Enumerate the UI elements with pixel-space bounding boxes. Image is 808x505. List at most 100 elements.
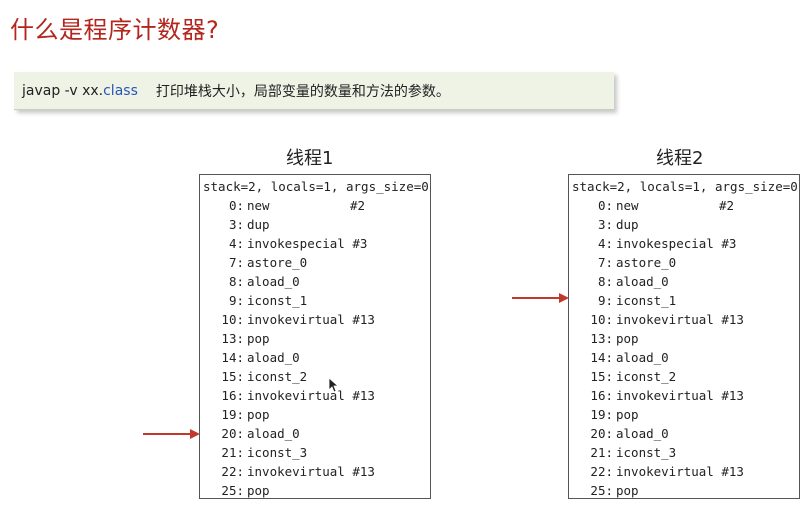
bytecode-instruction: pop <box>247 483 270 498</box>
bytecode-instruction: invokevirtual #13 <box>247 388 375 403</box>
bytecode-instruction: pop <box>247 407 270 422</box>
bytecode-argument: #2 <box>719 198 735 213</box>
bytecode-offset: 16: <box>221 388 244 403</box>
bytecode-offset: 21: <box>221 445 244 460</box>
bytecode-line: 7:astore_0 <box>569 253 799 272</box>
bytecode-instruction: pop <box>616 407 639 422</box>
bytecode-instruction: invokespecial #3 <box>616 236 737 251</box>
bytecode-offset: 7: <box>228 255 244 270</box>
page-title: 什么是程序计数器? <box>10 16 220 44</box>
bytecode-offset: 3: <box>597 217 613 232</box>
bytecode-line: 8:aload_0 <box>200 272 430 291</box>
pc-arrow-icon <box>512 293 569 303</box>
bytecode-line: 15:iconst_2 <box>569 367 799 386</box>
bytecode-offset: 13: <box>221 331 244 346</box>
bytecode-line: 4:invokespecial #3 <box>200 234 430 253</box>
bytecode-instruction: dup <box>247 217 270 232</box>
bytecode-line: 19:pop <box>200 405 430 424</box>
bytecode-instruction: pop <box>616 331 639 346</box>
bytecode-instruction: pop <box>247 331 270 346</box>
pc-arrow-icon <box>143 429 200 439</box>
bytecode-instruction: aload_0 <box>616 274 669 289</box>
bytecode-instruction: iconst_3 <box>247 445 308 460</box>
bytecode-line: 7:astore_0 <box>200 253 430 272</box>
bytecode-offset: 13: <box>590 331 613 346</box>
bytecode-offset: 4: <box>228 236 244 251</box>
bytecode-offset: 8: <box>228 274 244 289</box>
bytecode-offset: 7: <box>597 255 613 270</box>
bytecode-offset: 14: <box>221 350 244 365</box>
bytecode-offset: 19: <box>221 407 244 422</box>
bytecode-instruction: aload_0 <box>616 426 669 441</box>
mouse-cursor-icon <box>328 377 340 393</box>
bytecode-offset: 19: <box>590 407 613 422</box>
bytecode-offset: 9: <box>597 293 613 308</box>
bytecode-line: 0:new #2 <box>200 196 430 215</box>
bytecode-argument: #2 <box>350 198 366 213</box>
bytecode-offset: 20: <box>590 426 613 441</box>
bytecode-instruction: iconst_2 <box>616 369 677 384</box>
bytecode-offset: 14: <box>590 350 613 365</box>
bytecode-instruction: dup <box>616 217 639 232</box>
bytecode-instruction: iconst_2 <box>247 369 308 384</box>
bytecode-offset: 4: <box>597 236 613 251</box>
bytecode-instruction: aload_0 <box>616 350 669 365</box>
bytecode-instruction: invokevirtual #13 <box>616 312 744 327</box>
bytecode-line: 20:aload_0 <box>200 424 430 443</box>
bytecode-line: 9:iconst_1 <box>200 291 430 310</box>
bytecode-offset: 10: <box>590 312 613 327</box>
bytecode-offset: 25: <box>221 483 244 498</box>
bytecode-line: 15:iconst_2 <box>200 367 430 386</box>
bytecode-offset: 16: <box>590 388 613 403</box>
bytecode-line: 8:aload_0 <box>569 272 799 291</box>
bytecode-instruction: iconst_1 <box>616 293 677 308</box>
command-class-keyword: class <box>103 82 138 99</box>
bytecode-instruction: aload_0 <box>247 274 300 289</box>
bytecode-line: 25:pop <box>200 481 430 500</box>
bytecode-line: 16:invokevirtual #13 <box>200 386 430 405</box>
bytecode-instruction: iconst_3 <box>616 445 677 460</box>
bytecode-instruction: pop <box>616 483 639 498</box>
bytecode-instruction: iconst_1 <box>247 293 308 308</box>
bytecode-instruction: invokevirtual #13 <box>616 388 744 403</box>
bytecode-line: 22:invokevirtual #13 <box>569 462 799 481</box>
bytecode-instruction: aload_0 <box>247 426 300 441</box>
bytecode-instruction: invokevirtual #13 <box>247 464 375 479</box>
bytecode-instruction: aload_0 <box>247 350 300 365</box>
thread-2-bytecode-panel: stack=2, locals=1, args_size=0 0:new #2 3:… <box>568 174 800 499</box>
bytecode-line: 13:pop <box>569 329 799 348</box>
bytecode-line: 3:dup <box>200 215 430 234</box>
bytecode-offset: 21: <box>590 445 613 460</box>
bytecode-line: 20:aload_0 <box>569 424 799 443</box>
bytecode-instruction: invokevirtual #13 <box>616 464 744 479</box>
bytecode-offset: 22: <box>590 464 613 479</box>
bytecode-offset: 22: <box>221 464 244 479</box>
thread-1-title: 线程1 <box>286 148 334 169</box>
bytecode-line: 10:invokevirtual #13 <box>569 310 799 329</box>
bytecode-offset: 0: <box>228 198 244 213</box>
bytecode-header: stack=2, locals=1, args_size=0 <box>572 179 798 194</box>
bytecode-line: 0:new #2 <box>569 196 799 215</box>
bytecode-instruction: new <box>616 198 639 213</box>
bytecode-line: 4:invokespecial #3 <box>569 234 799 253</box>
bytecode-offset: 10: <box>221 312 244 327</box>
bytecode-line: 22:invokevirtual #13 <box>200 462 430 481</box>
bytecode-instruction: new <box>247 198 270 213</box>
bytecode-line: 14:aload_0 <box>569 348 799 367</box>
command-box: javap -v xx.class 打印堆栈大小，局部变量的数量和方法的参数。 <box>14 72 614 110</box>
bytecode-offset: 0: <box>597 198 613 213</box>
bytecode-line: 16:invokevirtual #13 <box>569 386 799 405</box>
bytecode-instruction: astore_0 <box>616 255 677 270</box>
bytecode-line: 9:iconst_1 <box>569 291 799 310</box>
bytecode-offset: 25: <box>590 483 613 498</box>
bytecode-line: 3:dup <box>569 215 799 234</box>
command-text: javap -v xx. <box>22 82 104 99</box>
bytecode-line: 10:invokevirtual #13 <box>200 310 430 329</box>
bytecode-offset: 15: <box>590 369 613 384</box>
bytecode-instruction: astore_0 <box>247 255 308 270</box>
bytecode-instruction: invokevirtual #13 <box>247 312 375 327</box>
bytecode-line: 13:pop <box>200 329 430 348</box>
bytecode-line: 14:aload_0 <box>200 348 430 367</box>
command-description: 打印堆栈大小，局部变量的数量和方法的参数。 <box>155 83 450 100</box>
bytecode-offset: 9: <box>228 293 244 308</box>
